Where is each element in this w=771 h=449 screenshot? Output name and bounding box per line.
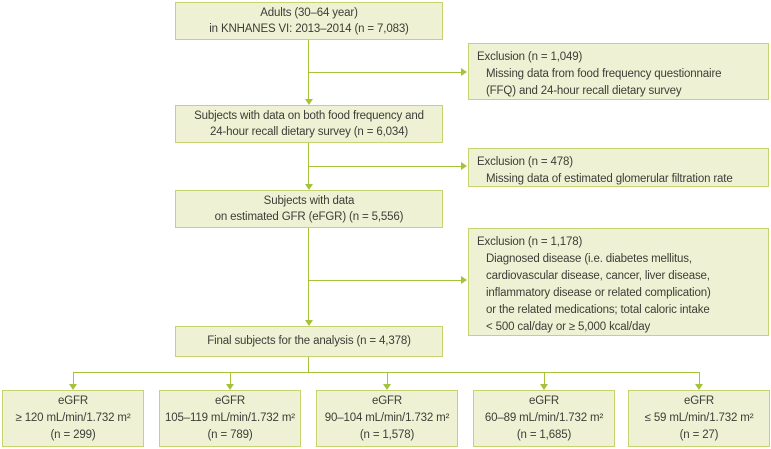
arrowhead-down-icon bbox=[383, 384, 391, 390]
connector-line bbox=[308, 40, 309, 100]
exclusion-detail: inflammatory disease or related complica… bbox=[486, 287, 711, 299]
box-line: (n = 27) bbox=[679, 429, 719, 441]
connector-line bbox=[544, 372, 545, 384]
box-ffq-recall-subjects: Subjects with data on both food frequenc… bbox=[175, 105, 443, 143]
box-line: 60–89 mL/min/1.732 m² bbox=[484, 412, 604, 424]
connector-line bbox=[73, 372, 74, 384]
arrowhead-down-icon bbox=[226, 384, 234, 390]
box-line: ≥ 120 mL/min/1.732 m² bbox=[15, 412, 131, 424]
connector-line bbox=[309, 166, 461, 167]
exclusion-title: Exclusion (n = 478) bbox=[477, 156, 573, 168]
box-line: eGFR bbox=[683, 395, 715, 407]
box-line: in KNHANES VI: 2013–2014 (n = 7,083) bbox=[209, 23, 409, 35]
box-line: 24-hour recall dietary survey (n = 6,034… bbox=[209, 126, 409, 138]
connector-line bbox=[308, 228, 309, 321]
connector-line bbox=[699, 372, 700, 384]
box-egfr-group-5: eGFR ≤ 59 mL/min/1.732 m² (n = 27) bbox=[628, 390, 770, 447]
connector-line bbox=[73, 372, 700, 373]
box-line: ≤ 59 mL/min/1.732 m² bbox=[644, 412, 754, 424]
arrowhead-right-icon bbox=[461, 276, 467, 284]
connector-line bbox=[308, 143, 309, 185]
exclusion-title: Exclusion (n = 1,049) bbox=[477, 51, 583, 63]
exclusion-title: Exclusion (n = 1,178) bbox=[477, 236, 583, 248]
exclusion-detail: Diagnosed disease (i.e. diabetes mellitu… bbox=[486, 253, 692, 265]
box-egfr-group-2: eGFR 105–119 mL/min/1.732 m² (n = 789) bbox=[159, 390, 301, 447]
arrowhead-down-icon bbox=[540, 384, 548, 390]
box-egfr-subjects: Subjects with data on estimated GFR (eFG… bbox=[175, 190, 443, 228]
exclusion-detail: (FFQ) and 24-hour recall dietary survey bbox=[486, 85, 682, 97]
box-line: Adults (30–64 year) bbox=[260, 6, 358, 19]
arrowhead-down-icon bbox=[305, 99, 313, 105]
exclusion-detail: or the related medications; total calori… bbox=[486, 304, 710, 316]
connector-line bbox=[387, 372, 388, 384]
connector-line bbox=[309, 72, 461, 73]
box-line: (n = 789) bbox=[207, 429, 253, 441]
box-adults-population: Adults (30–64 year) in KNHANES VI: 2013–… bbox=[175, 2, 443, 40]
box-line: eGFR bbox=[57, 395, 89, 407]
box-line: eGFR bbox=[528, 395, 560, 407]
connector-line bbox=[309, 280, 461, 281]
connector-line bbox=[230, 372, 231, 384]
box-exclusion-gfr-missing: Exclusion (n = 478) Missing data of esti… bbox=[468, 148, 769, 187]
arrowhead-down-icon bbox=[69, 384, 77, 390]
arrowhead-down-icon bbox=[305, 184, 313, 190]
box-final-subjects: Final subjects for the analysis (n = 4,3… bbox=[175, 326, 443, 357]
box-egfr-group-1: eGFR ≥ 120 mL/min/1.732 m² (n = 299) bbox=[2, 390, 144, 447]
box-line: 90–104 mL/min/1.732 m² bbox=[324, 412, 450, 424]
box-line: eGFR bbox=[371, 395, 403, 407]
box-line: Subjects with data on both food frequenc… bbox=[194, 109, 424, 122]
arrowhead-down-icon bbox=[695, 384, 703, 390]
box-exclusion-disease: Exclusion (n = 1,178) Diagnosed disease … bbox=[468, 228, 769, 336]
exclusion-detail: Missing data from food frequency questio… bbox=[486, 68, 722, 80]
box-line: (n = 1,578) bbox=[359, 429, 415, 441]
box-exclusion-ffq: Exclusion (n = 1,049) Missing data from … bbox=[468, 43, 769, 100]
connector-line bbox=[308, 357, 309, 373]
box-egfr-group-4: eGFR 60–89 mL/min/1.732 m² (n = 1,685) bbox=[473, 390, 615, 447]
box-line: 105–119 mL/min/1.732 m² bbox=[165, 412, 295, 424]
box-line: on estimated GFR (eFGR) (n = 5,556) bbox=[214, 211, 404, 223]
box-line: (n = 299) bbox=[50, 429, 96, 441]
box-line: Subjects with data bbox=[263, 194, 355, 207]
exclusion-detail: Missing data of estimated glomerular fil… bbox=[486, 173, 733, 185]
box-line: Final subjects for the analysis (n = 4,3… bbox=[207, 335, 411, 348]
box-line: eGFR bbox=[214, 395, 246, 407]
arrowhead-right-icon bbox=[461, 68, 467, 76]
exclusion-detail: cardiovascular disease, cancer, liver di… bbox=[486, 270, 710, 282]
exclusion-detail: < 500 cal/day or ≥ 5,000 kcal/day bbox=[486, 321, 651, 333]
box-line: (n = 1,685) bbox=[516, 429, 572, 441]
arrowhead-down-icon bbox=[305, 320, 313, 326]
box-egfr-group-3: eGFR 90–104 mL/min/1.732 m² (n = 1,578) bbox=[316, 390, 458, 447]
arrowhead-right-icon bbox=[461, 162, 467, 170]
